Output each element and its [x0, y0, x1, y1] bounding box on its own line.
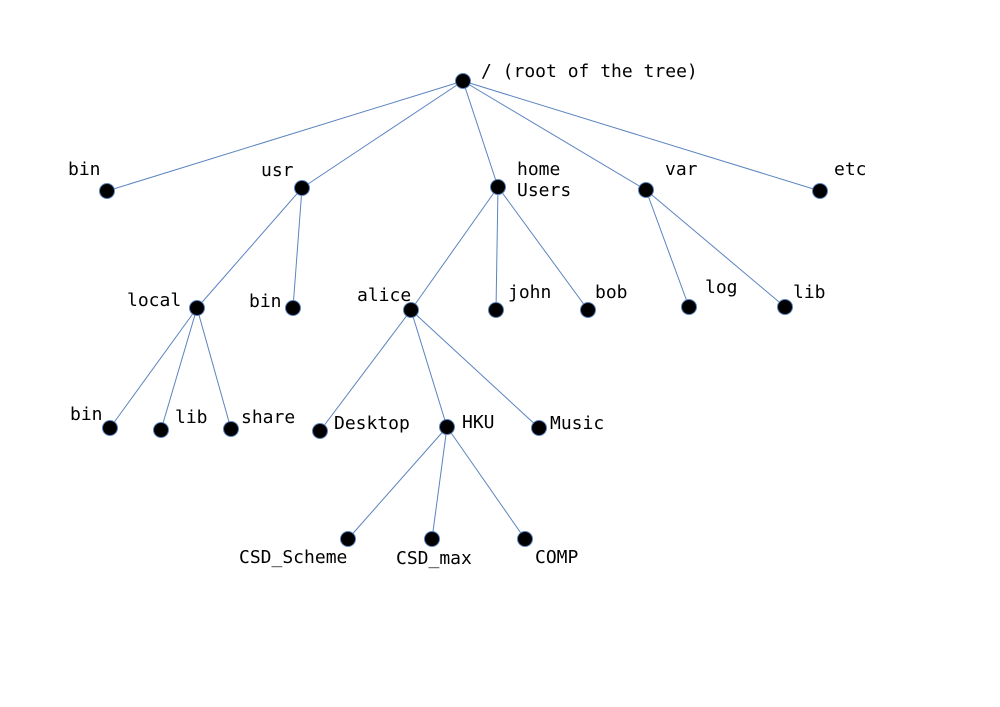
label-comp: COMP — [535, 547, 579, 568]
edge-home-bob — [497, 186, 589, 311]
edge-hku-comp — [446, 426, 526, 540]
edge-var-log — [645, 189, 690, 308]
label-usr_bin: bin — [249, 291, 282, 312]
node-csd_scheme — [340, 531, 356, 547]
edge-hku-csd_max — [431, 426, 448, 540]
tree-nodes — [99, 73, 828, 547]
label-music: Music — [550, 413, 604, 434]
label-root: / (root of the tree) — [481, 61, 698, 82]
label-etc: etc — [834, 159, 867, 180]
node-alice — [403, 302, 419, 318]
edge-root-usr — [301, 80, 464, 189]
edge-root-bin_top — [106, 80, 464, 192]
label-var_lib: lib — [793, 282, 826, 303]
node-hku — [439, 419, 455, 435]
node-log — [681, 299, 697, 315]
node-bob — [580, 302, 596, 318]
node-local — [189, 300, 205, 316]
label-var: var — [665, 159, 698, 180]
edge-usr-usr_bin — [292, 187, 303, 309]
edge-alice-hku — [410, 309, 448, 428]
label-john: john — [508, 282, 551, 303]
label-local_bin: bin — [70, 404, 103, 425]
edge-root-var — [462, 80, 647, 191]
node-john — [488, 302, 504, 318]
node-root — [455, 73, 471, 89]
label-share: share — [241, 407, 295, 428]
node-home — [490, 179, 506, 195]
node-usr_bin — [285, 300, 301, 316]
label-csd_scheme: CSD_Scheme — [239, 547, 347, 568]
node-usr — [294, 180, 310, 196]
node-desktop — [312, 423, 328, 439]
edge-local-share — [196, 307, 232, 430]
node-music — [531, 420, 547, 436]
label-desktop: Desktop — [334, 413, 410, 434]
node-var — [638, 182, 654, 198]
label-csd_max: CSD_max — [396, 548, 472, 569]
tree-edges — [106, 80, 821, 540]
edge-hku-csd_scheme — [347, 426, 448, 540]
label-home-1: Users — [517, 180, 571, 201]
label-alice: alice — [357, 285, 411, 306]
label-local: local — [127, 290, 181, 311]
node-local_bin — [102, 420, 118, 436]
edge-home-alice — [410, 186, 499, 311]
node-share — [223, 421, 239, 437]
edge-local-local_bin — [109, 307, 198, 429]
node-comp — [517, 531, 533, 547]
label-home-0: home — [517, 159, 560, 180]
label-usr: usr — [261, 160, 294, 181]
label-hku: HKU — [462, 412, 495, 433]
node-var_lib — [777, 299, 793, 315]
edge-alice-desktop — [319, 309, 412, 432]
edge-local-local_lib — [160, 307, 198, 431]
edge-root-home — [462, 80, 499, 188]
label-log: log — [705, 277, 738, 298]
label-local_lib: lib — [175, 407, 208, 428]
edge-usr-local — [196, 187, 303, 309]
label-bob: bob — [595, 282, 628, 303]
edge-root-etc — [462, 80, 821, 192]
node-csd_max — [424, 531, 440, 547]
edge-var-var_lib — [645, 189, 786, 308]
edge-alice-music — [410, 309, 540, 429]
edge-home-john — [495, 186, 499, 311]
node-etc — [812, 183, 828, 199]
label-bin_top: bin — [68, 159, 101, 180]
node-bin_top — [99, 183, 115, 199]
node-local_lib — [153, 422, 169, 438]
